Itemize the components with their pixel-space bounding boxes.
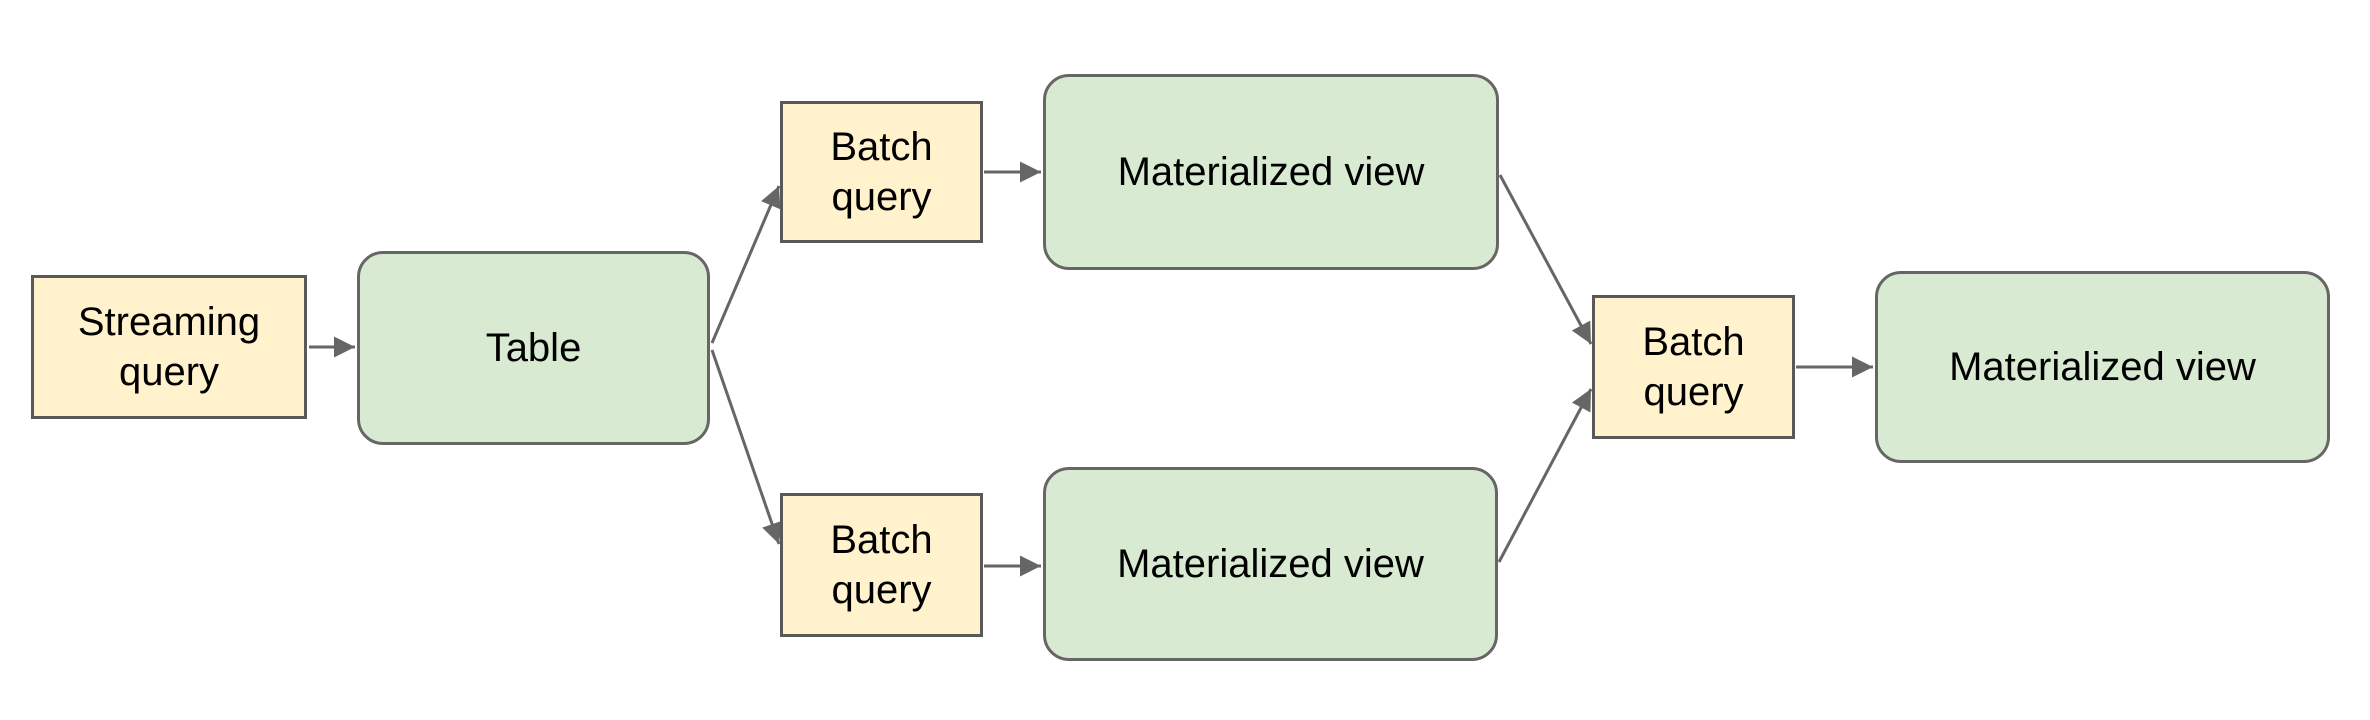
node-materialized-view-bottom: Materialized view — [1043, 467, 1498, 661]
node-materialized-view-right: Materialized view — [1875, 271, 2330, 463]
node-batch-query-right: Batch query — [1592, 295, 1795, 439]
node-label: Materialized view — [1117, 150, 1425, 194]
edge-table-to-batch-query-top — [710, 185, 781, 344]
node-table: Table — [357, 251, 710, 445]
node-batch-query-bottom: Batch query — [780, 493, 983, 637]
node-label: Materialized view — [1117, 542, 1424, 586]
edge-materialized-view-bottom-to-batch-query-right — [1497, 388, 1593, 563]
node-label: Batch query — [830, 125, 933, 219]
edge-materialized-view-top-to-batch-query-right — [1498, 174, 1593, 345]
node-label: Materialized view — [1949, 345, 2256, 389]
node-label: Table — [485, 326, 582, 370]
node-streaming-query: Streaming query — [31, 275, 307, 419]
node-label: Batch query — [1642, 320, 1745, 414]
node-batch-query-top: Batch query — [780, 101, 983, 243]
node-materialized-view-top: Materialized view — [1043, 74, 1499, 270]
node-label: Streaming query — [77, 300, 261, 394]
node-label: Batch query — [830, 518, 933, 612]
edge-table-to-batch-query-bottom — [710, 349, 783, 545]
